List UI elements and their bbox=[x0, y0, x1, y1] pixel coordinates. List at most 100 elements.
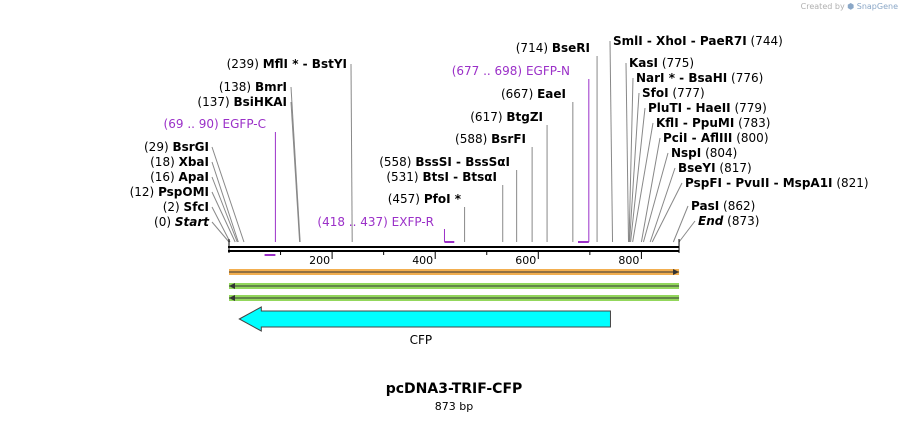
site-position: (804) bbox=[705, 146, 737, 160]
site-name: BsrFI bbox=[491, 132, 526, 146]
site-line bbox=[672, 205, 689, 243]
site-label-sfoi: SfoI (777) bbox=[642, 86, 705, 100]
ruler-label: 200 bbox=[309, 254, 330, 267]
site-line bbox=[678, 220, 696, 243]
site-line bbox=[628, 77, 634, 243]
site-name: XbaI bbox=[179, 155, 209, 169]
site-position: (777) bbox=[672, 86, 704, 100]
site-line bbox=[609, 40, 614, 243]
site-name: End bbox=[698, 214, 724, 228]
site-label-bsrgi: (29) BsrGI bbox=[144, 140, 209, 154]
plasmid-length: 873 bp bbox=[434, 400, 474, 413]
site-label-apai: (16) ApaI bbox=[150, 170, 209, 184]
site-label-xbai: (18) XbaI bbox=[150, 155, 209, 169]
site-name: KflI - PpuMI bbox=[656, 116, 734, 130]
site-position: (18) bbox=[150, 155, 175, 169]
site-name: BmrI bbox=[255, 80, 287, 94]
site-label-btgzi: (617) BtgZI bbox=[470, 110, 543, 124]
site-position: (558) bbox=[379, 155, 411, 169]
site-name: KasI bbox=[629, 56, 658, 70]
site-name: SfoI bbox=[642, 86, 669, 100]
site-name: PspOMI bbox=[158, 185, 209, 199]
primer-range: (69 .. 90) bbox=[164, 117, 223, 131]
site-position: (29) bbox=[144, 140, 169, 154]
site-line bbox=[211, 221, 230, 243]
site-label-bseri: (714) BseRI bbox=[516, 41, 590, 55]
site-name: SmlI - XhoI - PaeR7I bbox=[613, 34, 747, 48]
site-line bbox=[350, 63, 353, 243]
site-name: MflI * - BstYI bbox=[263, 57, 347, 71]
ruler-label: 800 bbox=[618, 254, 639, 267]
site-lines bbox=[211, 40, 696, 243]
site-line bbox=[651, 182, 683, 243]
site-line bbox=[211, 206, 231, 243]
feature-arrow-cfp bbox=[238, 306, 611, 332]
site-label-sfci: (2) SfcI bbox=[163, 200, 209, 214]
site-name: BssSI - BssSαI bbox=[415, 155, 510, 169]
site-label-smli-xhoi-paer7i: SmlI - XhoI - PaeR7I (744) bbox=[613, 34, 783, 48]
site-label-pluti-haeii: PluTI - HaeII (779) bbox=[648, 101, 767, 115]
site-label-nspi: NspI (804) bbox=[671, 146, 737, 160]
site-line bbox=[211, 176, 238, 243]
site-name: BseYI bbox=[678, 161, 716, 175]
site-label-start: (0) Start bbox=[154, 215, 210, 229]
strand-bars bbox=[229, 269, 680, 301]
snapgene-logo-icon: ⬢ bbox=[847, 2, 855, 11]
primer-name: EGFP-N bbox=[526, 64, 570, 78]
credit-brand: SnapGene bbox=[856, 2, 898, 11]
site-position: (779) bbox=[734, 101, 766, 115]
site-line bbox=[629, 92, 640, 243]
site-label-btsi-bts-i: (531) BtsI - BtsαI bbox=[386, 170, 497, 184]
site-position: (873) bbox=[727, 214, 759, 228]
site-label-end: End (873) bbox=[698, 214, 759, 228]
site-position: (2) bbox=[163, 200, 180, 214]
site-position: (800) bbox=[736, 131, 768, 145]
site-name: NarI * - BsaHI bbox=[636, 71, 727, 85]
site-line bbox=[649, 167, 676, 243]
primer-label-egfp-n: (677 .. 698) EGFP-N bbox=[452, 64, 570, 78]
site-position: (775) bbox=[662, 56, 694, 70]
site-label-kasi: KasI (775) bbox=[629, 56, 694, 70]
site-label-pcii-afliii: PciI - AflIII (800) bbox=[663, 131, 769, 145]
site-name: PasI bbox=[691, 199, 719, 213]
site-name: BsrGI bbox=[172, 140, 209, 154]
site-label-mfli-bstyi: (239) MflI * - BstYI bbox=[227, 57, 347, 71]
site-position: (531) bbox=[386, 170, 418, 184]
feature-label-cfp: CFP bbox=[410, 333, 433, 347]
site-name: BtsI - BtsαI bbox=[422, 170, 497, 184]
primer-range: (418 .. 437) bbox=[317, 215, 391, 229]
ruler-label: 400 bbox=[412, 254, 433, 267]
features: CFP bbox=[238, 306, 611, 347]
site-line bbox=[642, 152, 669, 243]
site-name: NspI bbox=[671, 146, 701, 160]
site-line bbox=[211, 161, 239, 243]
site-position: (617) bbox=[470, 110, 502, 124]
site-position: (776) bbox=[731, 71, 763, 85]
site-line bbox=[625, 62, 630, 243]
site-label-eaei: (667) EaeI bbox=[501, 87, 566, 101]
site-position: (821) bbox=[836, 176, 868, 190]
site-position: (817) bbox=[719, 161, 751, 175]
site-position: (744) bbox=[751, 34, 783, 48]
site-line bbox=[290, 86, 301, 243]
ruler-label: 600 bbox=[515, 254, 536, 267]
site-name: ApaI bbox=[179, 170, 209, 184]
site-labels: (239) MflI * - BstYI(138) BmrI(137) BsiH… bbox=[130, 34, 869, 229]
site-name: BtgZI bbox=[506, 110, 543, 124]
site-label-pspomi: (12) PspOMI bbox=[130, 185, 209, 199]
site-label-bsssi-bsss-i: (558) BssSI - BssSαI bbox=[379, 155, 510, 169]
site-name: EaeI bbox=[537, 87, 566, 101]
site-name: PfoI * bbox=[424, 192, 462, 206]
site-name: PluTI - HaeII bbox=[648, 101, 731, 115]
site-position: (137) bbox=[197, 95, 229, 109]
plasmid-name: pcDNA3-TRIF-CFP bbox=[385, 381, 523, 397]
site-label-pasi: PasI (862) bbox=[691, 199, 755, 213]
site-name: PspFI - PvuII - MspA1I bbox=[685, 176, 833, 190]
site-position: (714) bbox=[516, 41, 548, 55]
orf-bar-reverse-2-arrow-icon bbox=[229, 295, 235, 301]
site-name: PciI - AflIII bbox=[663, 131, 732, 145]
orf-bar-forward-arrow-icon bbox=[673, 269, 680, 275]
primer-label-exfp-r: (418 .. 437) EXFP-R bbox=[317, 215, 434, 229]
site-position: (138) bbox=[219, 80, 251, 94]
